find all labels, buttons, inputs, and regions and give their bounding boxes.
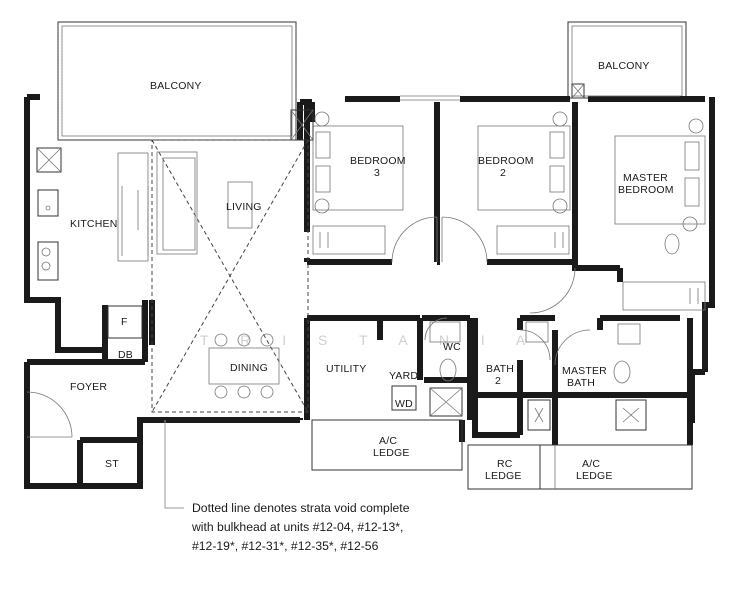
label-ac-ledge-left-line2: LEDGE	[373, 447, 410, 459]
note-line-2: with bulkhead at units #12-04, #12-13*,	[192, 520, 404, 534]
bedroom-furniture	[312, 111, 706, 311]
label-rc-ledge-line1: RC	[497, 458, 513, 470]
label-ac-ledge-left-line1: A/C	[379, 435, 397, 447]
label-db: DB	[118, 349, 133, 361]
label-master-bath-line1: MASTER	[562, 365, 607, 377]
label-balcony-left: BALCONY	[150, 80, 202, 92]
void-area	[151, 139, 309, 413]
label-rc-ledge-line2: LEDGE	[485, 470, 522, 482]
watermark: T R I S T A N I A	[200, 332, 539, 348]
label-fridge: F	[121, 316, 128, 328]
ledges	[311, 419, 693, 490]
label-bedroom2-line2: 2	[500, 167, 506, 179]
strata-void-outline	[151, 139, 309, 413]
label-dining: DINING	[230, 362, 268, 374]
label-utility: UTILITY	[326, 363, 367, 375]
label-bath2-line2: 2	[495, 375, 501, 387]
wet-fittings	[290, 83, 647, 431]
note-leader-line	[164, 420, 184, 509]
label-master-bath-line2: BATH	[567, 377, 595, 389]
note-line-3: #12-19*, #12-31*, #12-35*, #12-56	[192, 539, 379, 553]
label-bedroom3-line1: BEDROOM	[350, 155, 406, 167]
label-master-bedroom-line1: MASTER	[623, 172, 668, 184]
room-labels: BALCONY BALCONY KITCHEN LIVING DINING BE…	[70, 60, 674, 482]
coffee-table	[227, 181, 253, 229]
label-bedroom2-line1: BEDROOM	[478, 155, 534, 167]
label-yard: YARD	[389, 370, 418, 382]
kitchen-fittings	[36, 147, 149, 281]
label-living: LIVING	[226, 201, 262, 213]
label-ac-ledge-right-line2: LEDGE	[576, 470, 613, 482]
label-ac-ledge-right-line1: A/C	[582, 458, 600, 470]
label-balcony-right: BALCONY	[598, 60, 650, 72]
note-line-1: Dotted line denotes strata void complete	[192, 501, 410, 515]
label-bedroom3-line2: 3	[374, 167, 380, 179]
label-kitchen: KITCHEN	[70, 218, 118, 230]
label-wd: WD	[395, 398, 413, 410]
label-st: ST	[105, 458, 119, 470]
strata-void-note: Dotted line denotes strata void complete…	[192, 499, 452, 556]
doors	[26, 95, 680, 438]
label-wc: WC	[443, 341, 461, 353]
label-master-bedroom-line2: BEDROOM	[618, 184, 674, 196]
label-bath2-line1: BATH	[486, 363, 514, 375]
label-foyer: FOYER	[70, 381, 107, 393]
dining-table	[208, 347, 280, 385]
